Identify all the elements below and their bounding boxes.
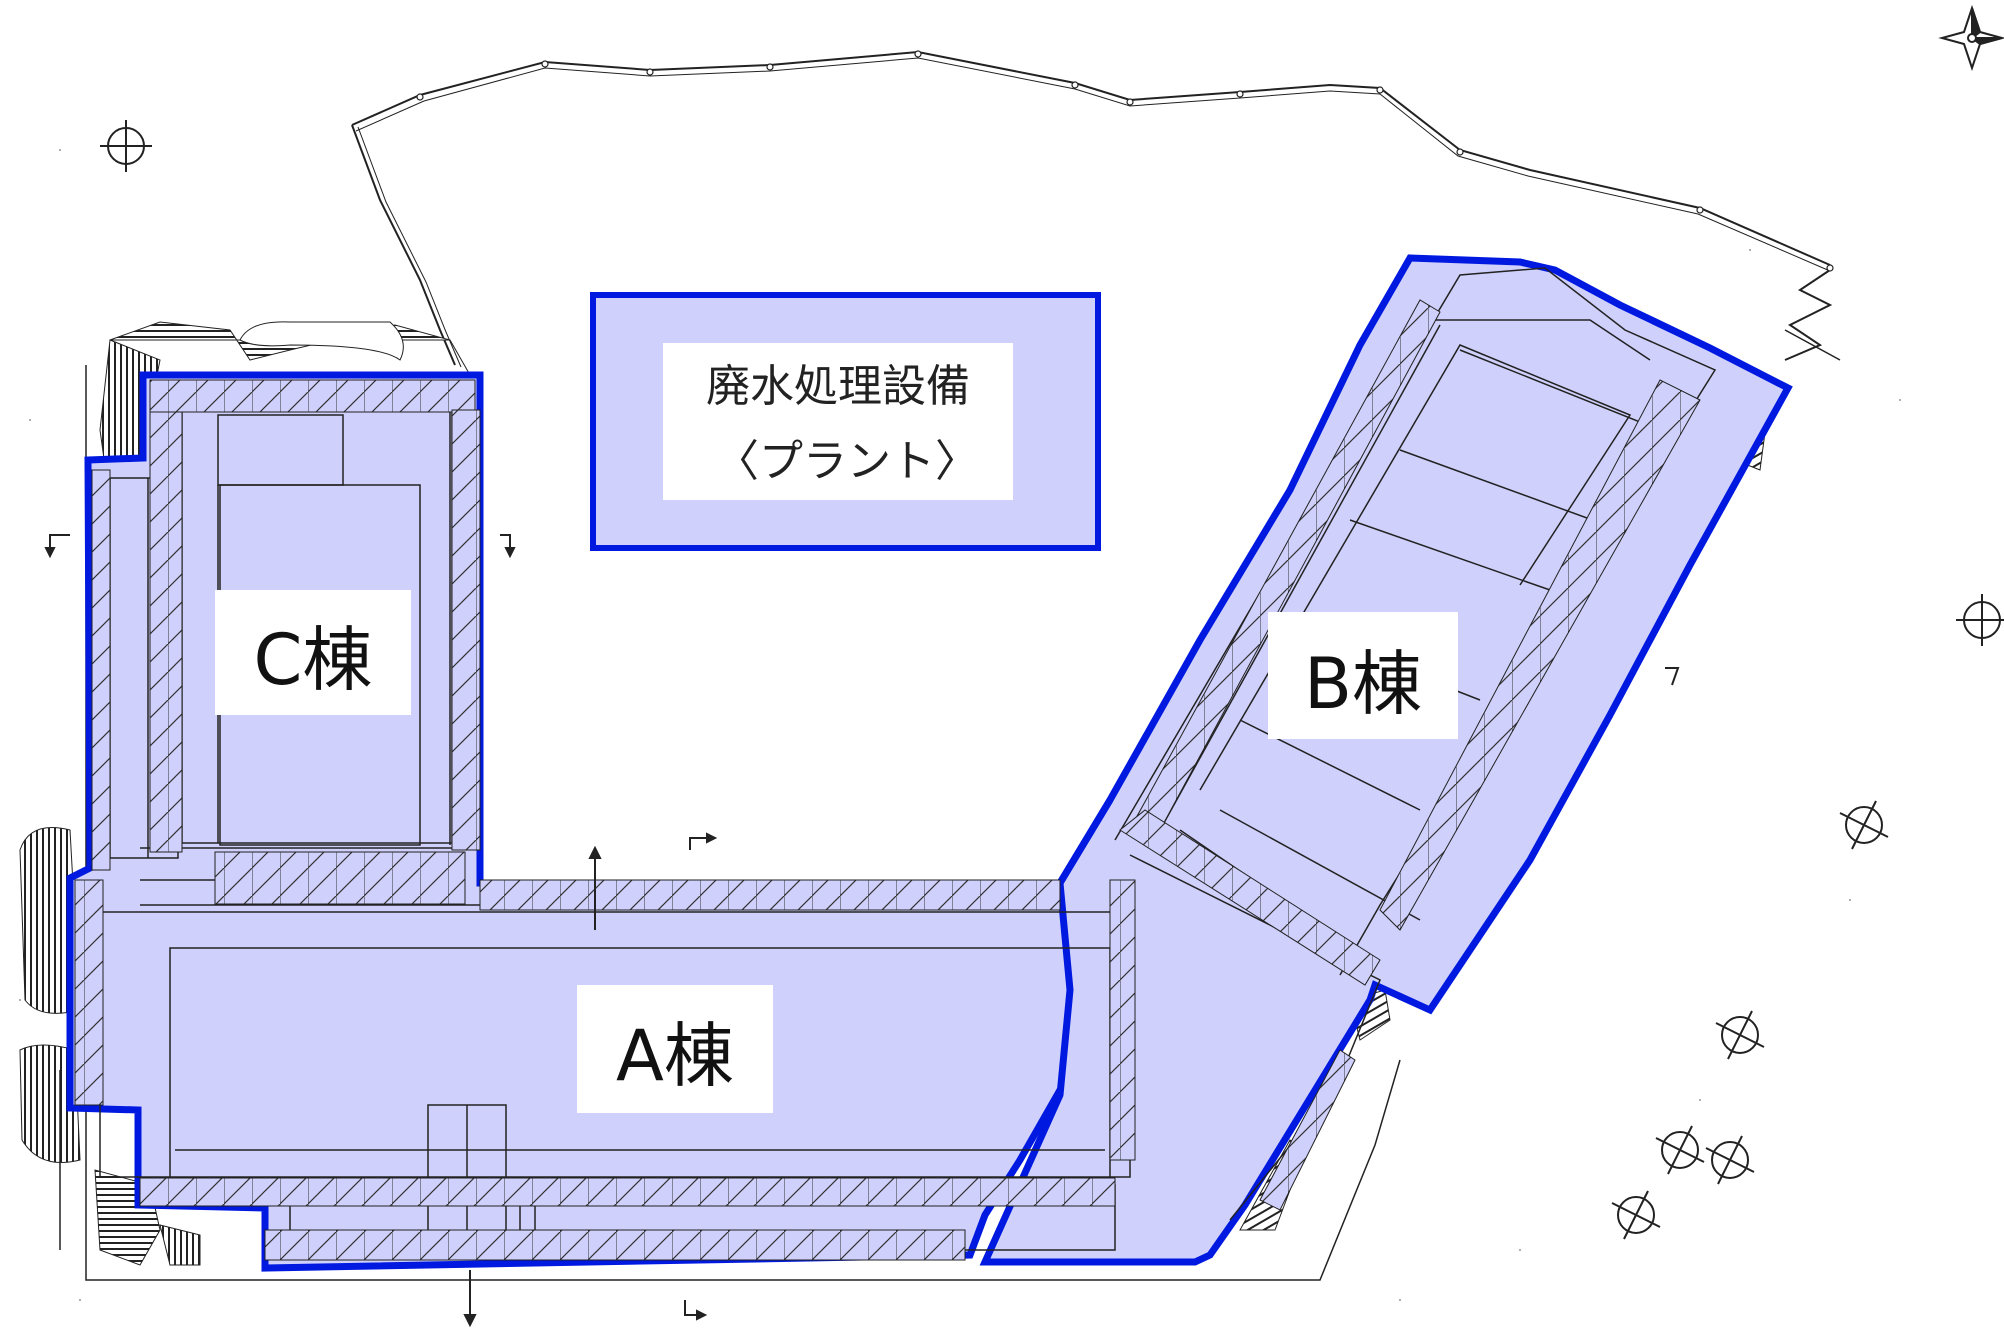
site-boundary [59,365,1401,1281]
building-label-c-text: C棟 [254,619,373,701]
building-label-a: A棟 [577,985,773,1113]
fence-posts [416,50,1834,272]
tree-symbol-icon [100,120,2004,1240]
plant-area: 廃水処理設備 〈プラント〉 [590,292,1101,551]
plant-label-line2: 〈プラント〉 [715,436,979,487]
north-arrow-icon [1938,4,2004,72]
building-label-a-text: A棟 [616,1015,734,1097]
structural-bands [74,299,1701,1261]
plant-label-line1: 廃水処理設備 [706,361,970,412]
building-label-b: B棟 [1268,612,1458,739]
building-label-b-text: B棟 [1304,643,1422,725]
section-marks [44,534,1680,1328]
building-label-c: C棟 [215,590,411,715]
